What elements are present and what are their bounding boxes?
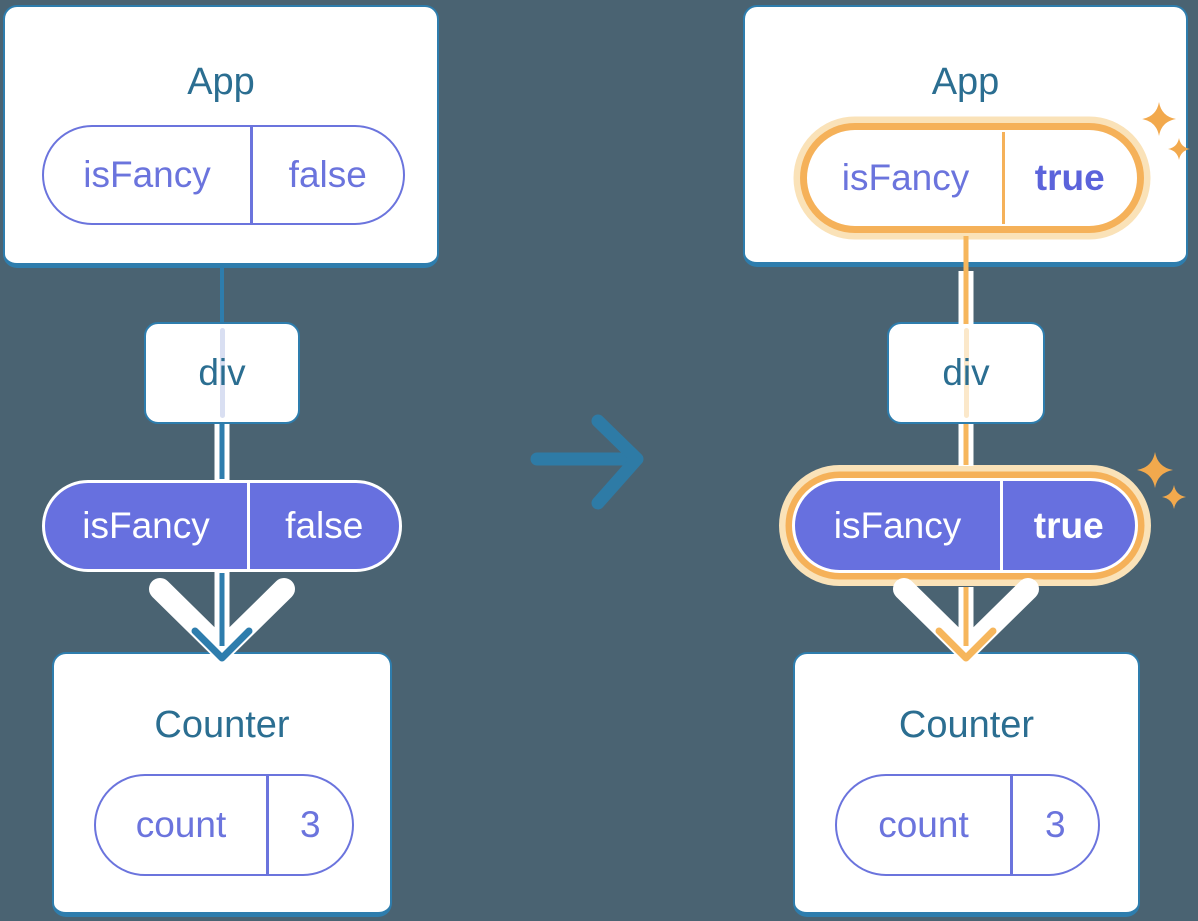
pill-divider	[1000, 481, 1003, 570]
right-app-card: App isFancy true	[743, 5, 1188, 267]
prop-value: false	[285, 505, 364, 546]
prop-value: true	[1033, 504, 1104, 546]
left-counter-card: Counter count 3	[52, 652, 392, 917]
left-app-state-pill: isFancy false	[42, 125, 405, 225]
left-counter-title: Counter	[154, 704, 290, 746]
left-app-card: App isFancy false	[3, 5, 439, 268]
prop-key: isFancy	[82, 505, 210, 546]
left-div-node: div	[144, 322, 300, 424]
left-prop-chevron	[149, 578, 295, 661]
right-prop-chevron	[893, 578, 1039, 661]
left-div-label: div	[198, 352, 246, 393]
pill-divider	[266, 776, 269, 874]
right-app-title: App	[931, 61, 1000, 103]
right-counter-state-pill: count 3	[835, 774, 1100, 876]
left-prop-arrow	[149, 572, 295, 662]
prop-key: isFancy	[833, 504, 962, 546]
state-value: false	[288, 154, 367, 195]
state-key: count	[878, 804, 969, 845]
right-arrow-icon	[530, 414, 644, 510]
right-prop-pill-highlighted: isFancy true	[792, 478, 1138, 573]
left-counter-state-pill: count 3	[94, 774, 354, 876]
left-prop-pill: isFancy false	[42, 480, 402, 572]
right-counter-card: Counter count 3	[793, 652, 1140, 917]
state-value: 3	[1044, 804, 1066, 845]
state-key: isFancy	[841, 157, 970, 198]
sparkle-icon	[1162, 485, 1186, 509]
state-key: count	[135, 804, 227, 845]
right-div-label: div	[942, 352, 990, 393]
pill-divider	[1002, 132, 1005, 224]
state-value: true	[1034, 157, 1105, 198]
right-div-pass-through-line	[963, 328, 969, 418]
left-div-pass-through-line	[219, 328, 225, 418]
right-div-node: div	[887, 322, 1045, 424]
right-app-state-pill-highlighted: isFancy true	[807, 130, 1137, 226]
state-key: isFancy	[83, 154, 211, 195]
pill-divider	[250, 127, 253, 223]
right-prop-arrow	[893, 578, 1039, 662]
left-app-title: App	[187, 61, 255, 103]
sparkle-icon	[1137, 452, 1173, 488]
state-value: 3	[299, 804, 321, 845]
pill-divider	[247, 483, 250, 569]
right-counter-title: Counter	[898, 704, 1035, 746]
pill-divider	[1010, 776, 1013, 874]
